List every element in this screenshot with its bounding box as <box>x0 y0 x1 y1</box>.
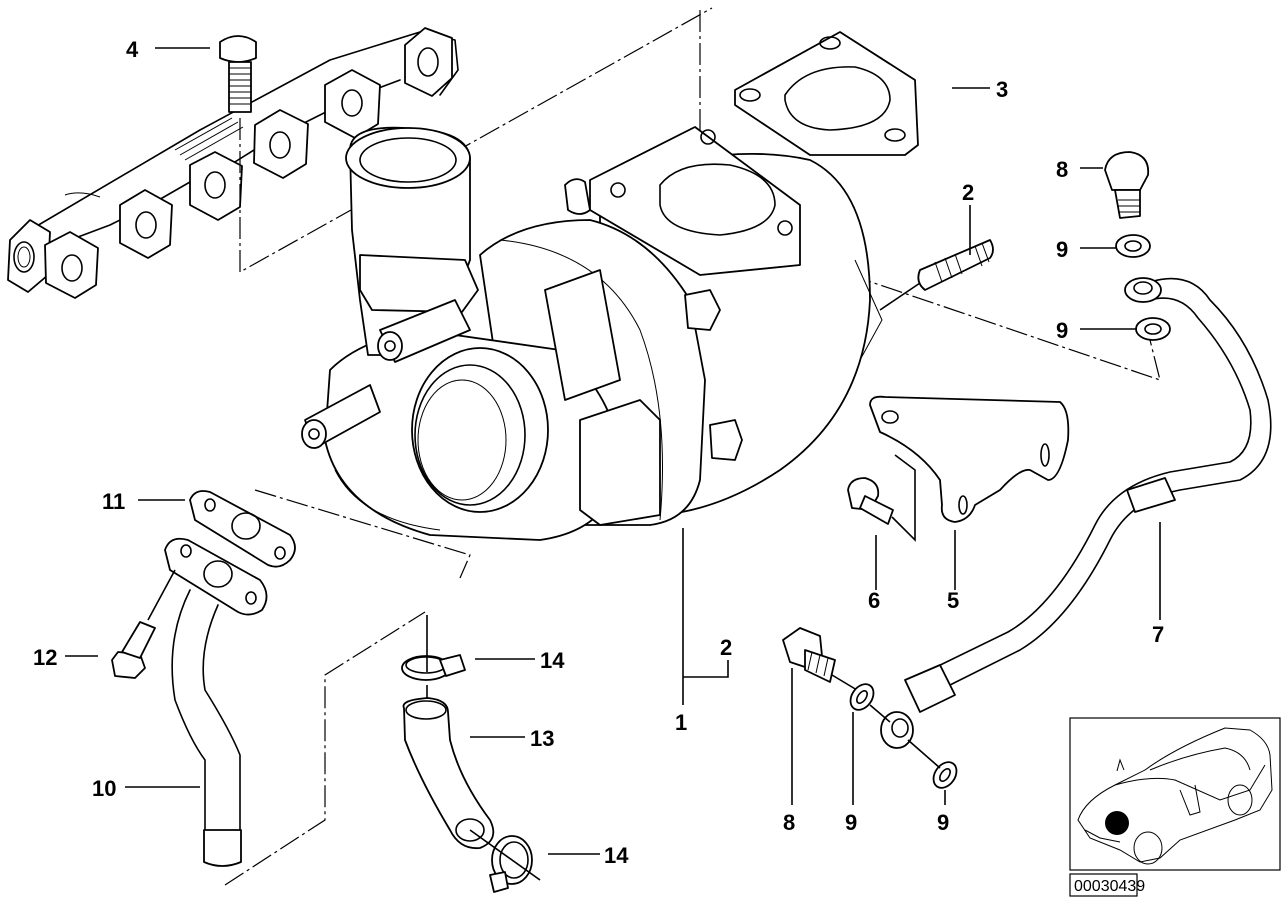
callout-4[interactable]: 4 <box>126 37 139 62</box>
banjo-bolt-8 <box>782 627 858 691</box>
callout-9[interactable]: 9 <box>937 810 949 835</box>
washer-9 <box>849 683 875 711</box>
callout-2[interactable]: 2 <box>962 180 974 205</box>
location-marker-icon <box>1105 811 1129 835</box>
bolt-6 <box>847 454 916 542</box>
washer-9-hole <box>1144 323 1162 335</box>
gasket-3 <box>734 31 919 156</box>
callout-9[interactable]: 9 <box>845 810 857 835</box>
callout-11[interactable]: 11 <box>102 489 125 514</box>
car-outline-icon <box>1077 727 1273 865</box>
gasket-11 <box>189 490 296 568</box>
banjo-bolt-8 <box>1104 151 1150 219</box>
leader-lines <box>65 47 1161 855</box>
bolt-4 <box>219 35 257 113</box>
diagram-code: 00030439 <box>1074 878 1145 895</box>
callout-14[interactable]: 14 <box>604 843 629 868</box>
callout-9[interactable]: 9 <box>1056 318 1068 343</box>
hose-clamp-14 <box>469 829 541 893</box>
assembly-line <box>254 489 471 579</box>
vehicle-location-inset: 00030439 <box>1069 717 1281 897</box>
callout-12[interactable]: 12 <box>33 645 57 670</box>
assembly-line <box>479 7 713 139</box>
stud-2 <box>879 239 994 311</box>
hose-13 <box>402 697 495 850</box>
oil-feed-line-7 <box>880 277 1272 749</box>
assembly-line <box>869 704 941 769</box>
callout-6[interactable]: 6 <box>868 588 880 613</box>
callout-8[interactable]: 8 <box>783 810 795 835</box>
callout-13[interactable]: 13 <box>530 726 554 751</box>
exhaust-manifold <box>7 27 459 299</box>
callout-2[interactable]: 2 <box>720 635 732 660</box>
callout-labels: 4 3 2 8 9 9 11 12 6 5 7 14 2 1 13 10 8 9… <box>33 37 1164 868</box>
callout-7[interactable]: 7 <box>1152 622 1164 647</box>
callout-9[interactable]: 9 <box>1056 237 1068 262</box>
callout-10[interactable]: 10 <box>92 776 116 801</box>
bracket-5 <box>869 395 1070 523</box>
callout-1[interactable]: 1 <box>675 710 687 735</box>
washer-9-hole <box>1124 240 1142 252</box>
washer-9-hole <box>939 768 951 782</box>
callout-14[interactable]: 14 <box>540 648 565 673</box>
bolt-12 <box>111 569 176 679</box>
washer-9 <box>1135 317 1171 341</box>
washer-9-hole <box>856 690 868 704</box>
washer-9 <box>932 761 958 789</box>
assembly-line <box>224 611 426 886</box>
hose-clamp-14 <box>401 615 466 710</box>
callout-8[interactable]: 8 <box>1056 157 1068 182</box>
oil-return-pipe-10 <box>164 537 268 867</box>
callout-5[interactable]: 5 <box>947 588 959 613</box>
callout-3[interactable]: 3 <box>996 77 1008 102</box>
turbocharger <box>301 126 883 541</box>
washer-9 <box>1115 234 1151 258</box>
